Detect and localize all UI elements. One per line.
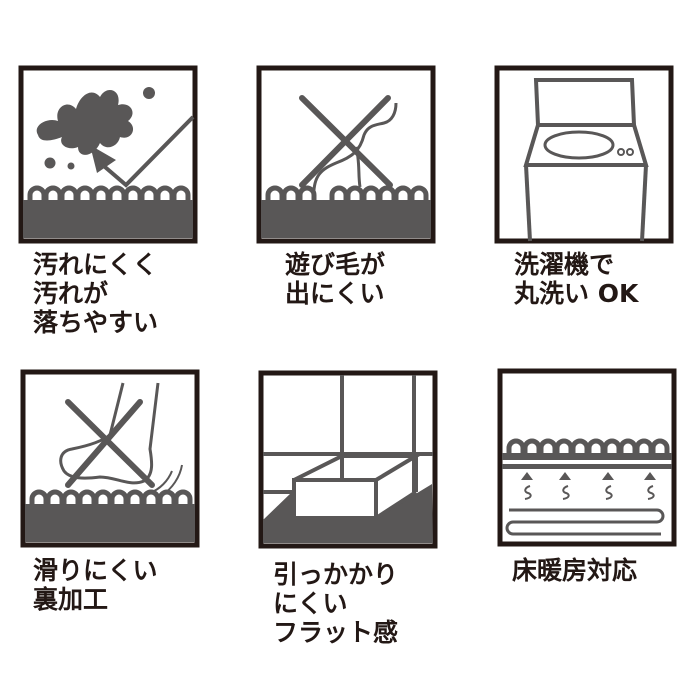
flat-floor-box-icon — [258, 370, 438, 549]
caption-machine-washable: 洗濯機で 丸洗い OK — [514, 250, 639, 308]
feature-no-shedding — [256, 65, 436, 244]
stain-splash-icon — [18, 65, 198, 244]
floor-heating-icon — [497, 368, 677, 547]
feature-non-slip — [20, 369, 200, 548]
caption-flat-low-profile: 引っかかり にくい フラット感 — [273, 560, 399, 647]
feature-flat-low-profile — [258, 370, 438, 549]
loose-fiber-crossed-icon — [256, 65, 436, 244]
feature-stain-resistant — [18, 65, 198, 244]
caption-floor-heating: 床暖房対応 — [512, 556, 638, 585]
feature-floor-heating — [497, 368, 677, 547]
caption-stain-resistant: 汚れにくく 汚れが 落ちやすい — [33, 250, 159, 337]
washing-machine-icon — [494, 65, 674, 244]
caption-non-slip: 滑りにくい 裏加工 — [33, 556, 158, 614]
foot-slip-crossed-icon — [20, 369, 200, 548]
feature-machine-washable — [494, 65, 674, 244]
caption-no-shedding: 遊び毛が 出にくい — [285, 250, 386, 308]
